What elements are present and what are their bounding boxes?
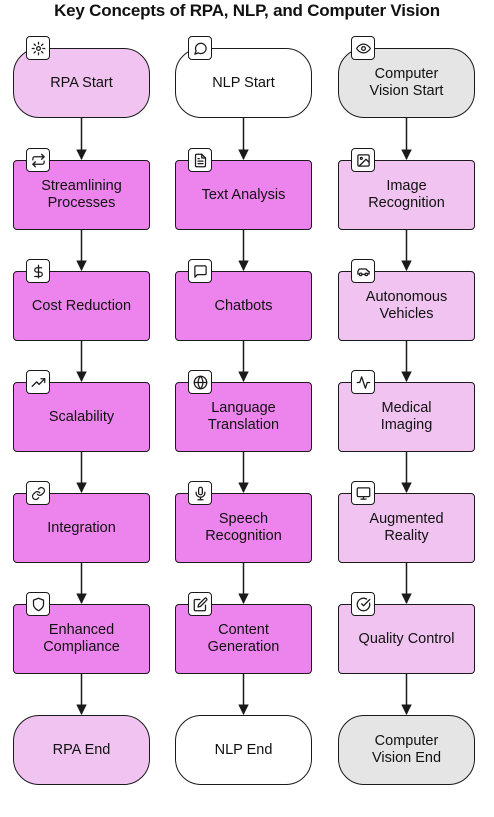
- monitor-icon: [351, 481, 375, 505]
- globe-icon: [188, 370, 212, 394]
- car-icon: [351, 259, 375, 283]
- message-square-icon: [188, 259, 212, 283]
- terminal-node-nlp-end: NLP End: [175, 715, 312, 785]
- image-icon: [351, 148, 375, 172]
- activity-icon: [351, 370, 375, 394]
- microphone-icon: [188, 481, 212, 505]
- shield-icon: [26, 592, 50, 616]
- check-circle-icon: [351, 592, 375, 616]
- terminal-node-nlp-start: NLP Start: [175, 48, 312, 118]
- trending-up-icon: [26, 370, 50, 394]
- process-node-scalability: Scalability: [13, 382, 150, 452]
- terminal-node-computer-vision-end: Computer Vision End: [338, 715, 475, 785]
- dollar-icon: [26, 259, 50, 283]
- file-text-icon: [188, 148, 212, 172]
- eye-icon: [351, 36, 375, 60]
- terminal-node-rpa-start: RPA Start: [13, 48, 150, 118]
- process-node-streamlining-processes: Streamlining Processes: [13, 160, 150, 230]
- edit-icon: [188, 592, 212, 616]
- message-circle-icon: [188, 36, 212, 60]
- terminal-node-rpa-end: RPA End: [13, 715, 150, 785]
- gear-icon: [26, 36, 50, 60]
- diagram-title: Key Concepts of RPA, NLP, and Computer V…: [54, 1, 440, 20]
- repeat-icon: [26, 148, 50, 172]
- link-icon: [26, 481, 50, 505]
